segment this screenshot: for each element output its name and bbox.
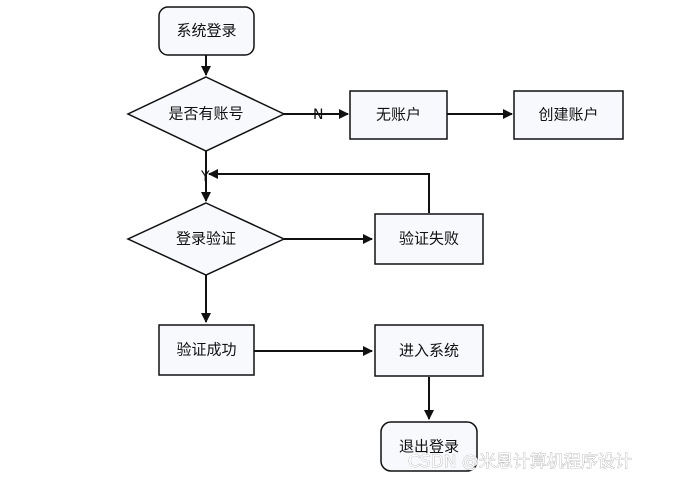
node-create-account: 创建账户 <box>513 90 624 140</box>
node-verify-fail: 验证失败 <box>374 213 484 265</box>
node-verify-success-label: 验证成功 <box>176 341 236 359</box>
edge-label-no: N <box>313 107 323 123</box>
edge-label-yes: Y <box>200 169 210 185</box>
node-login-label: 系统登录 <box>176 22 236 40</box>
edges <box>201 55 513 420</box>
node-verify-success: 验证成功 <box>158 324 255 376</box>
node-enter-system-label: 进入系统 <box>399 342 459 360</box>
edge-fail-loop-back <box>208 169 430 213</box>
node-login: 系统登录 <box>158 6 255 56</box>
node-create-account-label: 创建账户 <box>538 106 598 124</box>
node-no-account: 无账户 <box>349 90 448 140</box>
node-verify: 登录验证 <box>126 202 286 276</box>
node-verify-fail-label: 验证失败 <box>399 230 459 248</box>
node-verify-label: 登录验证 <box>176 230 236 248</box>
node-has-account: 是否有账号 <box>126 76 286 152</box>
node-no-account-label: 无账户 <box>376 106 421 124</box>
node-logout-label: 退出登录 <box>399 438 459 456</box>
node-logout: 退出登录 <box>380 421 478 472</box>
node-has-account-label: 是否有账号 <box>168 105 243 123</box>
node-enter-system: 进入系统 <box>374 324 484 377</box>
watermark-text: CSDN @米恩计算机程序设计 <box>408 452 632 472</box>
